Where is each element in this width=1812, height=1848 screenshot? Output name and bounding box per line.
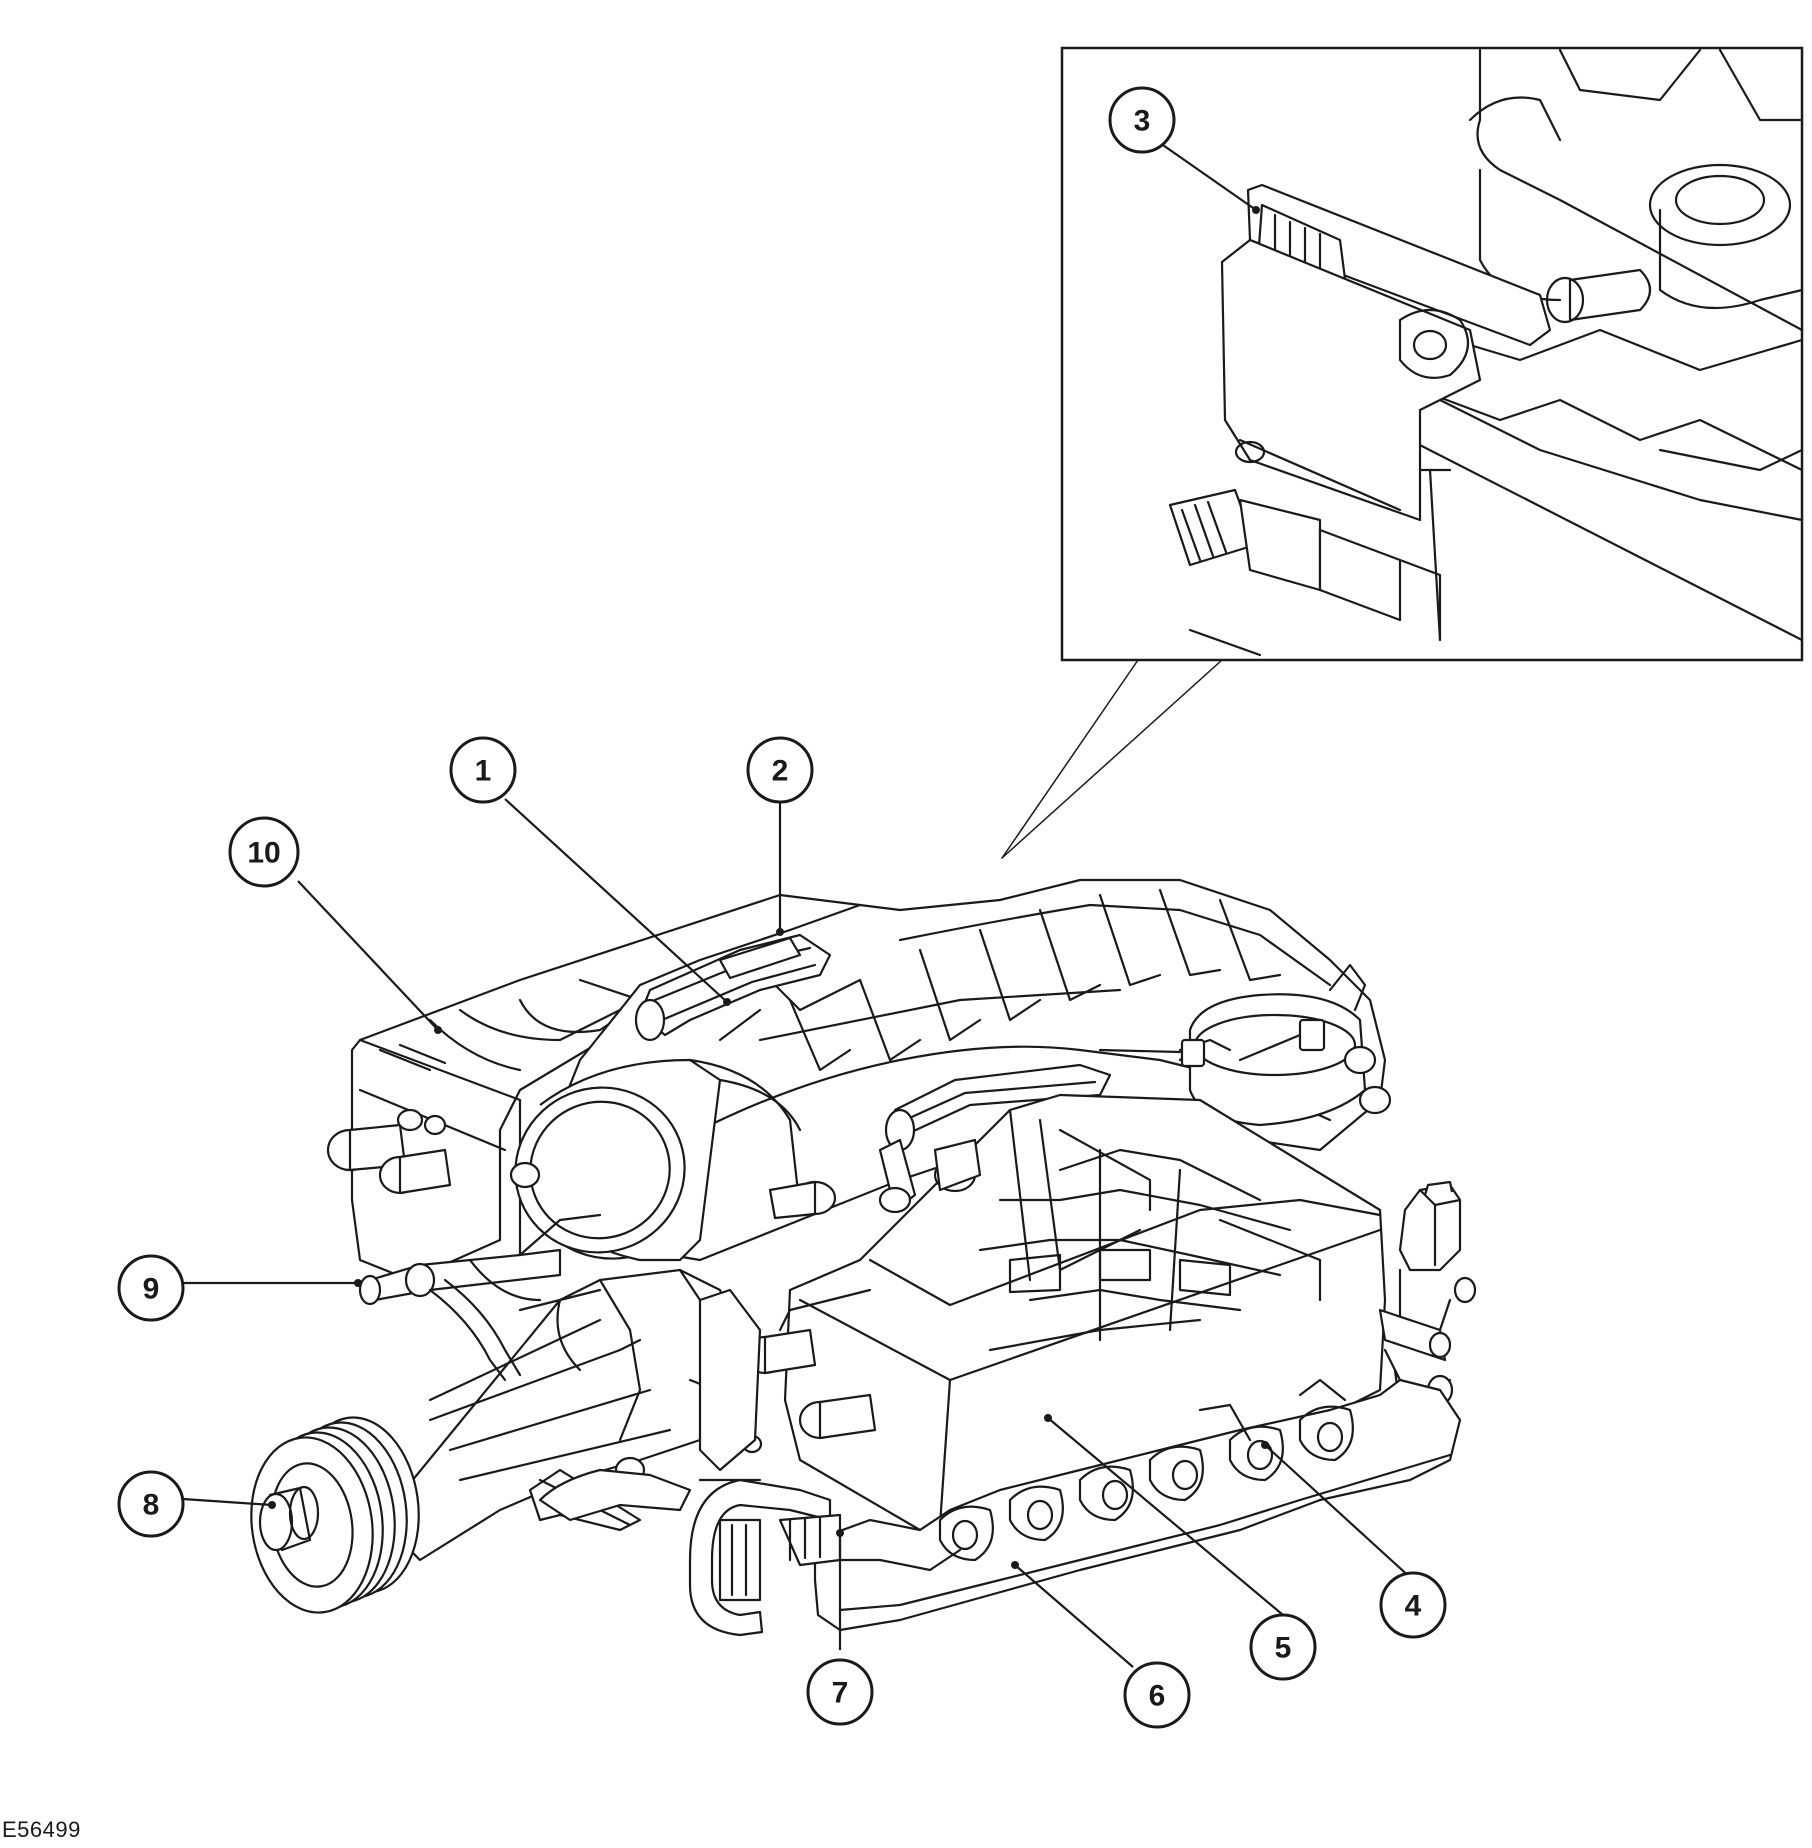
callout-8: 8 [117,1470,185,1538]
callout-1: 1 [449,736,517,804]
callout-6: 6 [1123,1661,1191,1729]
svg-text:9: 9 [143,1273,160,1306]
intake-manifold [813,1378,1462,1632]
leader-lines [182,142,1414,1668]
outlet-pipe [688,1478,832,1637]
supercharger-snout [378,1268,742,1562]
drive-pulley [250,1416,420,1614]
inset-drawing [1168,48,1804,657]
callout-5: 5 [1249,1613,1317,1681]
svg-text:3: 3 [1134,105,1151,138]
figure-code: E56499 [2,1817,81,1842]
callout-9: 9 [117,1254,185,1322]
inset-pointer-line [1001,659,1223,859]
callout-4: 4 [1379,1571,1447,1639]
pressure-sensor [1398,1183,1462,1272]
svg-text:10: 10 [247,837,280,870]
callout-7: 7 [806,1658,874,1726]
callout-10: 10 [228,816,300,888]
supercharger-drawing [250,878,1477,1637]
svg-text:5: 5 [1275,1632,1292,1665]
inset-detail-view [1001,46,1804,859]
left-charge-air-cooler [350,893,872,1282]
svg-text:1: 1 [475,755,492,788]
callout-2: 2 [746,736,814,804]
svg-text:2: 2 [772,755,789,788]
svg-text:7: 7 [832,1677,849,1710]
callout-3: 3 [1108,86,1176,154]
inset-pointer-line [1001,659,1139,859]
svg-text:4: 4 [1405,1590,1422,1623]
svg-text:6: 6 [1149,1680,1166,1713]
svg-text:8: 8 [143,1489,160,1522]
